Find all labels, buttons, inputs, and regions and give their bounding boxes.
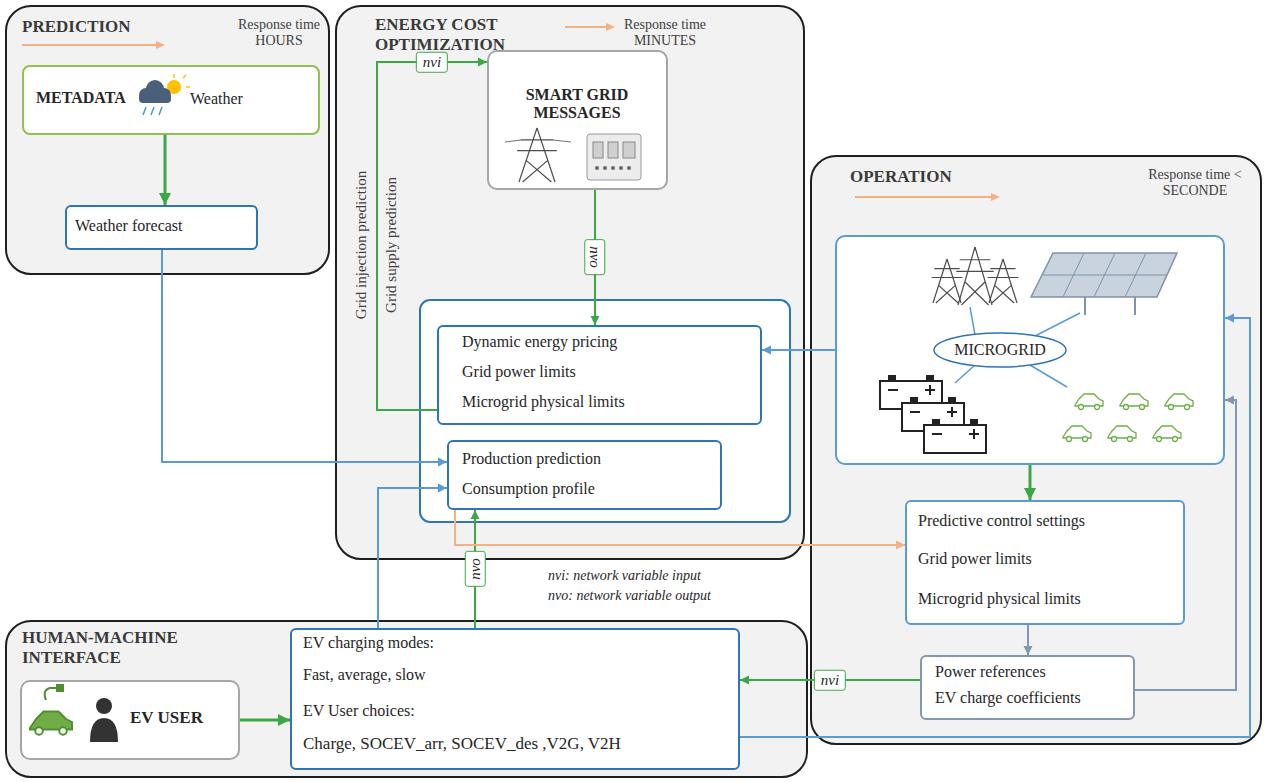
arrowhead <box>278 714 290 726</box>
box-heading: METADATA <box>36 89 136 107</box>
process-box: Predictive control settingsGrid power li… <box>905 500 1185 625</box>
connector <box>455 510 905 550</box>
choices-box: EV charging modes: Fast, average, slow EV … <box>290 628 740 770</box>
box-text: Predictive control settings <box>918 512 1178 530</box>
box-text: Grid power limits <box>918 550 1178 568</box>
box-text: Grid power limits <box>462 363 752 381</box>
connector <box>240 714 290 726</box>
panel-title: OPERATION <box>850 167 1050 187</box>
network-variable-tag: nvo <box>465 551 486 587</box>
arrowhead <box>438 458 447 467</box>
optimization-panel: ENERGY COST OPTIMIZATION Response time MI… <box>335 5 805 560</box>
network-variable-tag: nvi <box>814 670 846 691</box>
connector-line <box>740 318 1250 737</box>
connector-line <box>455 510 905 545</box>
connector <box>1024 465 1036 500</box>
network-variable-tag: nvo <box>585 239 606 275</box>
microgrid-box: MICROGRID <box>835 235 1225 465</box>
connector-line <box>162 250 447 462</box>
connector-line <box>164 135 167 205</box>
panel-title: ENERGY COST OPTIMIZATION <box>375 15 575 54</box>
connector <box>162 250 447 467</box>
box-heading: EV USER <box>130 708 230 728</box>
response-time: Response time HOURS <box>233 17 325 49</box>
line-label: Grid injection prediction <box>353 169 370 321</box>
process-box: Production predictionConsumption profile <box>447 440 722 510</box>
arrowhead <box>478 58 487 67</box>
box-text: Microgrid physical limits <box>918 590 1178 608</box>
note-text: nvo: network variable output <box>548 588 711 604</box>
user-box: EV USER <box>20 680 240 760</box>
connector <box>1135 396 1236 691</box>
connector-line <box>1135 400 1236 690</box>
box-text: EV charging modes: <box>303 634 733 652</box>
response-time: Response time MINUTES <box>620 17 710 49</box>
connector <box>762 346 835 355</box>
connector <box>159 135 171 205</box>
network-variable-tag: nvi <box>416 52 448 73</box>
box-text: Dynamic energy pricing <box>462 333 752 351</box>
arrowhead <box>1024 646 1033 655</box>
arrowhead <box>896 541 905 550</box>
box-text: Charge, SOCEV_arr, SOCEV_des ,V2G, V2H <box>303 734 733 754</box>
panel-title: HUMAN-MACHINE INTERFACE <box>22 628 212 667</box>
connector <box>378 484 447 629</box>
hmi-panel: HUMAN-MACHINE INTERFACE EV USER EV chargin… <box>5 620 808 778</box>
process-box: Weather forecast <box>65 205 258 250</box>
arrowhead <box>762 346 771 355</box>
operation-panel: OPERATION Response time < SECONDE MICROGRI… <box>810 155 1262 745</box>
box-text: Microgrid physical limits <box>462 393 752 411</box>
box-text: EV charge coefficients <box>935 689 1125 707</box>
arrowhead <box>591 316 600 325</box>
arrowhead <box>159 193 171 205</box>
arrowhead <box>1225 314 1234 323</box>
panel-title: PREDICTION <box>22 17 242 37</box>
connector-line <box>240 719 290 722</box>
prediction-panel: PREDICTIONResponse time HOURS METADATA Wea… <box>5 5 330 275</box>
box-text: Fast, average, slow <box>303 666 733 684</box>
arrowhead <box>471 510 480 519</box>
arrowhead <box>1024 488 1036 500</box>
process-box: Power references EV charge coefficients <box>920 655 1135 720</box>
arrowhead <box>1225 396 1234 405</box>
box-heading: SMART GRID MESSAGES <box>507 86 647 123</box>
connector-line <box>1029 465 1032 500</box>
connector-line <box>762 349 835 351</box>
connector-line <box>377 62 487 410</box>
arrowhead <box>438 484 447 493</box>
connector-line <box>378 488 447 628</box>
response-time: Response time < SECONDE <box>1140 167 1250 199</box>
connector <box>377 58 487 411</box>
connector-line <box>1027 625 1029 655</box>
box-text: Consumption profile <box>462 480 712 498</box>
box-text: Power references <box>935 663 1125 681</box>
metadata-box: METADATA Weather <box>22 65 320 135</box>
box-text: Weather forecast <box>75 217 250 235</box>
box-text: EV User choices: <box>303 702 733 720</box>
process-box: Dynamic energy pricingGrid power limitsM… <box>437 325 762 425</box>
connector <box>1024 625 1033 655</box>
box-text: Weather <box>190 90 270 108</box>
note-text: nvi: network variable input <box>548 568 701 584</box>
box-text: Production prediction <box>462 450 712 468</box>
arrowhead <box>740 676 749 685</box>
messages-box: SMART GRID MESSAGES <box>487 50 668 190</box>
connector <box>740 314 1250 738</box>
ellipse-label: MICROGRID <box>940 341 1060 359</box>
line-label: Grid supply prediction <box>383 175 400 315</box>
